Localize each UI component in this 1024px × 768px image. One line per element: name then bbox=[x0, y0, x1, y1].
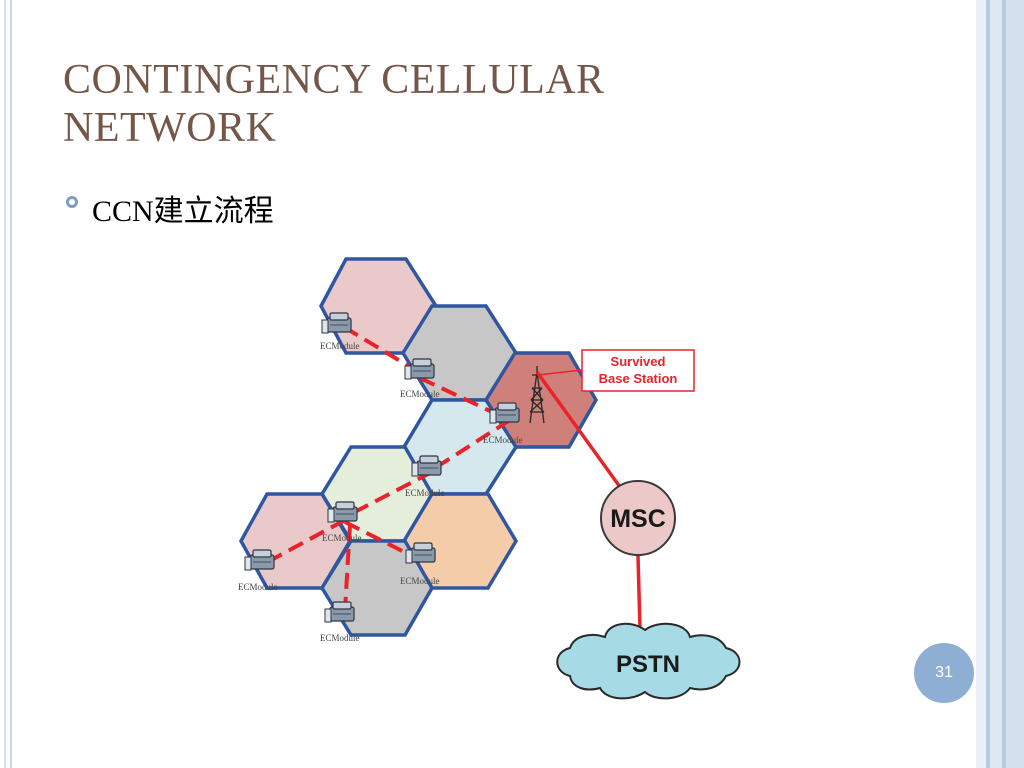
base-station-tower-icon bbox=[529, 366, 545, 424]
slide-title: CONTINGENCY CELLULAR NETWORK bbox=[63, 57, 605, 151]
msc-node bbox=[600, 480, 676, 556]
ecmodule-icon-1: ECModule bbox=[320, 312, 360, 351]
svg-text:ECModule: ECModule bbox=[320, 633, 360, 643]
slide-right-border bbox=[976, 0, 1024, 768]
ecmodule-icon-4: ECModule bbox=[405, 455, 445, 498]
ecmodule-icon-6: ECModule bbox=[238, 549, 278, 592]
ecmodule-icon-3: ECModule bbox=[483, 402, 523, 445]
ecmodule-icon-2: ECModule bbox=[400, 358, 440, 399]
callout-label-line1: Survived bbox=[611, 354, 666, 369]
link-bs-msc bbox=[535, 370, 622, 489]
svg-text:ECModule: ECModule bbox=[320, 341, 360, 351]
svg-text:ECModule: ECModule bbox=[238, 582, 278, 592]
link-msc-pstn bbox=[636, 555, 642, 631]
msc-label: MSC bbox=[610, 505, 666, 533]
page-number-badge: 31 bbox=[914, 643, 974, 703]
ecmodule-icon-8: ECModule bbox=[320, 601, 360, 643]
bullet-marker-icon bbox=[66, 196, 78, 208]
ecmodule-icon-5: ECModule bbox=[322, 501, 362, 543]
svg-text:ECModule: ECModule bbox=[400, 576, 440, 586]
survived-base-station-callout bbox=[581, 349, 695, 392]
slide-left-border bbox=[0, 0, 12, 768]
pstn-cloud-icon bbox=[556, 622, 741, 700]
callout-pointer bbox=[537, 369, 583, 376]
svg-text:ECModule: ECModule bbox=[405, 488, 445, 498]
callout-label-line2: Base Station bbox=[599, 371, 678, 386]
pstn-label: PSTN bbox=[616, 651, 680, 678]
ecmodule-icon-7: ECModule bbox=[400, 542, 440, 586]
svg-text:ECModule: ECModule bbox=[483, 435, 523, 445]
svg-text:ECModule: ECModule bbox=[322, 533, 362, 543]
bullet-text: CCN建立流程 bbox=[92, 195, 274, 228]
svg-text:ECModule: ECModule bbox=[400, 389, 440, 399]
